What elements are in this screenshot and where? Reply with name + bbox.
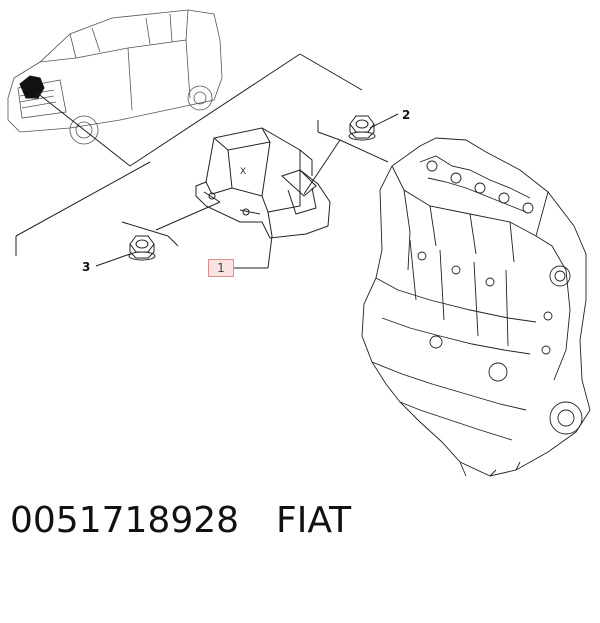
callout-1: 1 [208,259,234,277]
part-number: 0051718928 [10,500,240,541]
engine-mount-bracket [195,127,331,239]
part-marking: X [240,167,247,177]
exploded-parts-diagram [7,9,591,477]
vehicle-thumbnail [7,9,223,145]
brand-name: FIAT [276,500,352,541]
flange-nut-3 [128,235,156,261]
callout-2: 2 [402,108,411,122]
engine-block [361,137,591,477]
flange-nut-2 [348,115,376,141]
leader-lines [15,53,399,269]
footer: 0051718928 FIAT [0,500,600,560]
callout-3: 3 [82,260,91,274]
vehicle-engine-marker [19,75,45,99]
